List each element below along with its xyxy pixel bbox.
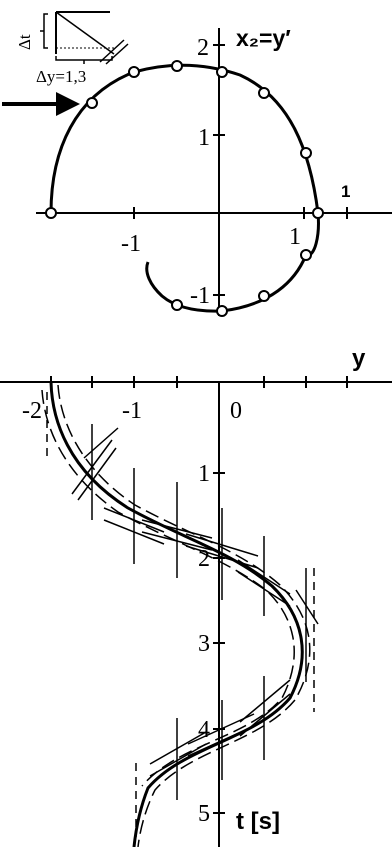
slope-field [71, 424, 319, 800]
time-t-tick-label: 1 [198, 461, 210, 487]
trajectory-point [171, 60, 183, 72]
inset-dt-label: Δt [15, 34, 34, 50]
phase-plot: 2 1 -1 -1 1 x₂=y′ 1 [2, 25, 392, 317]
right-arrow-icon [2, 92, 80, 116]
companion-curve [57, 384, 311, 848]
solution-curve [49, 381, 304, 848]
time-x-tick-label: 0 [230, 398, 242, 424]
trajectory-point [300, 147, 312, 159]
phase-y-tick-label: -1 [190, 283, 210, 309]
time-y-axis-label: y [352, 345, 366, 372]
inset-dy-label: Δy=1,3 [36, 67, 86, 86]
phase-y-axis-label: x₂=y′ [236, 25, 291, 51]
time-t-tick-label: 5 [198, 801, 210, 827]
trajectory-point [258, 290, 270, 302]
time-x-tick-label: -1 [122, 398, 142, 424]
trajectory-point [86, 97, 98, 109]
time-plot: -2 -1 0 1 2 3 4 5 y t [s] [0, 345, 392, 848]
trajectory-point [216, 66, 228, 78]
inset-slope-box: Δt Δy=1,3 [15, 11, 129, 86]
trajectory-point [45, 207, 57, 219]
time-t-tick-label: 4 [198, 717, 210, 743]
phase-y-tick-label: 1 [198, 125, 210, 151]
phase-markers [45, 60, 324, 317]
trajectory-point [128, 66, 140, 78]
trajectory-point [300, 249, 312, 261]
trajectory-point [216, 305, 228, 317]
trajectory-point [258, 87, 270, 99]
phase-x-tick-label: -1 [121, 231, 141, 257]
time-x-tick-label: -2 [22, 398, 42, 424]
trajectory-point [312, 207, 324, 219]
trajectory-point [171, 299, 183, 311]
phase-x-tick-label: 1 [289, 224, 301, 250]
phase-x-axis-label: 1 [341, 182, 350, 201]
companion-curve [41, 389, 295, 787]
phase-y-tick-label: 2 [197, 35, 209, 61]
time-t-tick-label: 3 [198, 631, 210, 657]
time-t-axis-label: t [s] [236, 808, 280, 835]
